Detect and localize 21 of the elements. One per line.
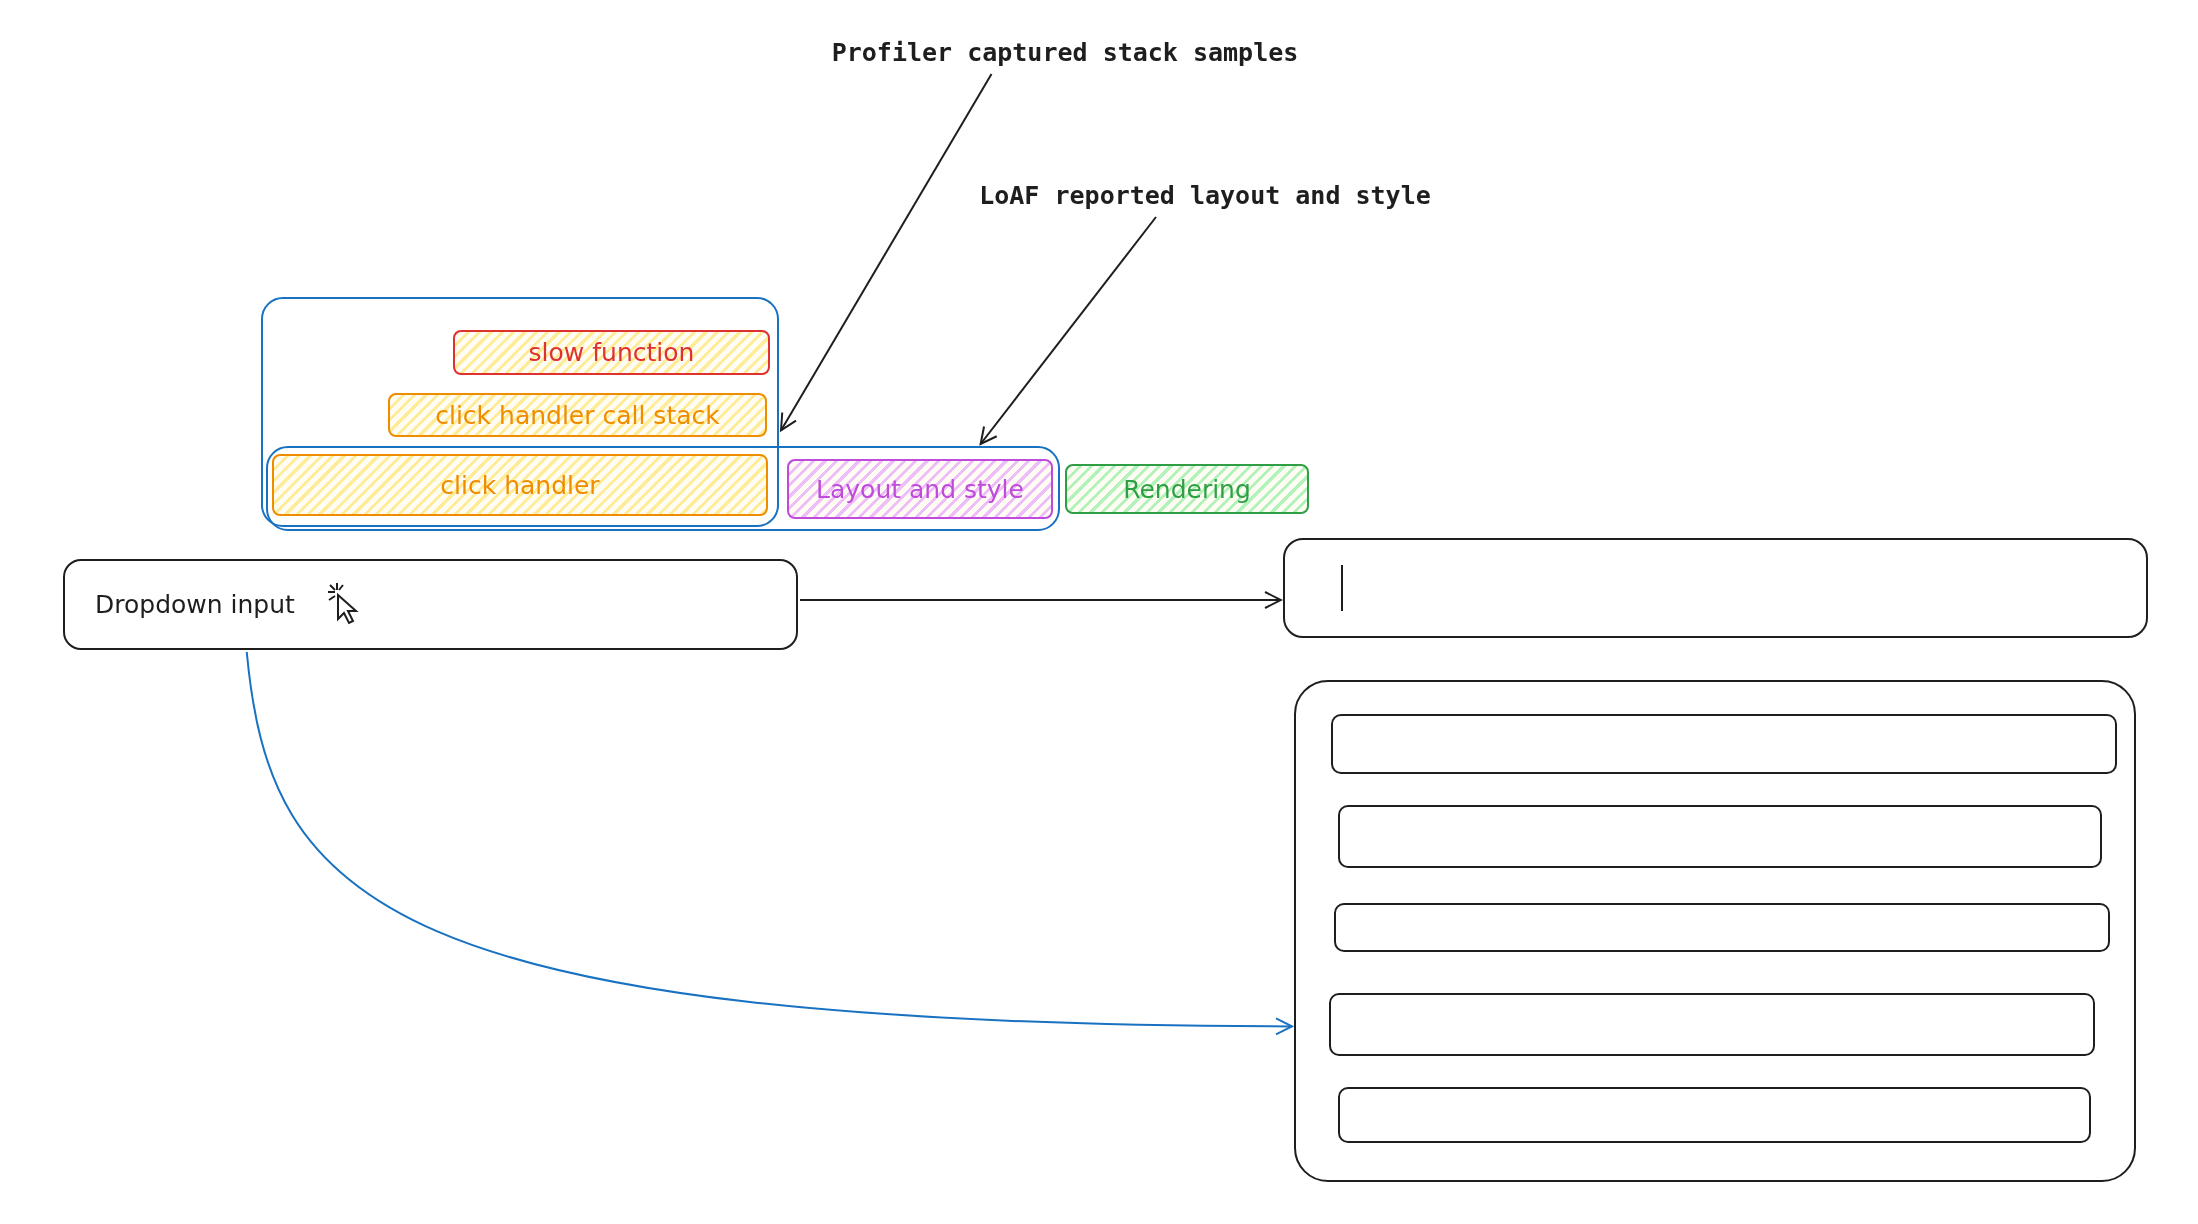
dropdown-list (1294, 680, 2136, 1182)
list-item (1331, 714, 2117, 774)
timeline-bar: click handler (272, 454, 768, 516)
timeline-bar: slow function (453, 330, 770, 375)
list-item (1334, 903, 2110, 952)
list-item (1329, 993, 2095, 1056)
group-outline (266, 446, 1060, 531)
arrow (780, 73, 993, 432)
dropdown-field (63, 559, 798, 650)
timeline-bar: click handler call stack (388, 393, 767, 437)
list-item (1338, 1087, 2091, 1143)
arrow (245, 651, 1293, 1036)
field-label: Dropdown input (95, 590, 295, 619)
arrow (799, 591, 1282, 609)
annotation-text: LoAF reported layout and style (960, 175, 1450, 215)
timeline-bar: Rendering (1065, 464, 1309, 514)
list-item (1338, 805, 2102, 868)
annotation-text: Profiler captured stack samples (820, 32, 1310, 72)
input-field (1283, 538, 2148, 638)
arrow (979, 216, 1157, 445)
timeline-bar: Layout and style (787, 459, 1053, 519)
